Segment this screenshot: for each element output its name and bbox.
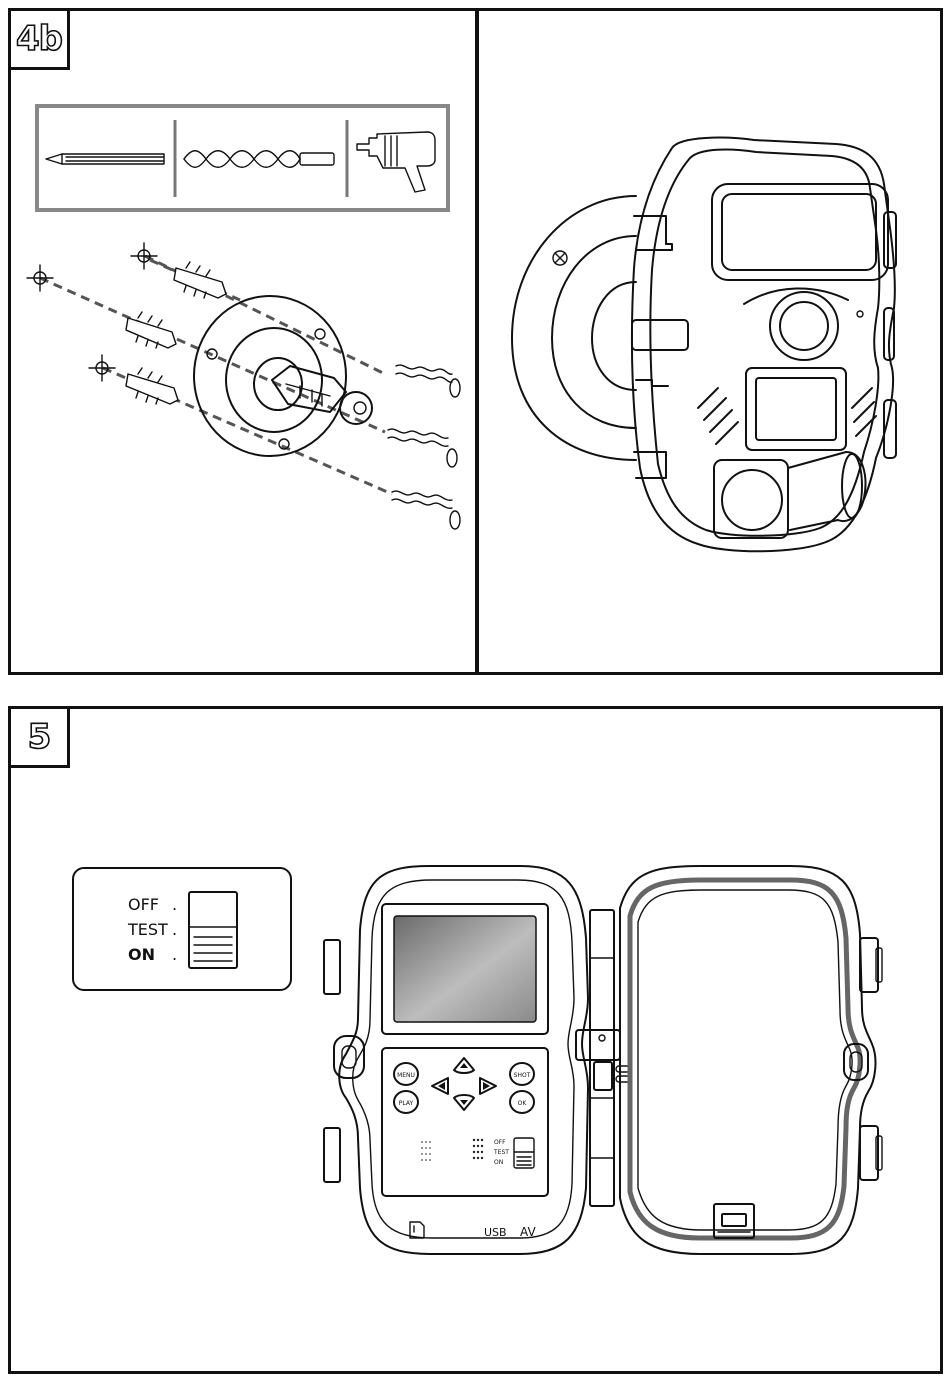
right-arrow-button[interactable] bbox=[480, 1078, 496, 1094]
svg-text:OK: OK bbox=[518, 1100, 528, 1107]
menu-button[interactable]: MENU bbox=[394, 1063, 418, 1085]
svg-text:TEST: TEST bbox=[493, 1149, 509, 1156]
open-camera-illustration: MENU PLAY SHOT OK bbox=[320, 858, 900, 1268]
shot-button[interactable]: SHOT bbox=[510, 1063, 534, 1085]
wall-mount-exploded-diagram bbox=[0, 0, 480, 680]
screw-icon bbox=[553, 251, 567, 265]
down-arrow-button[interactable] bbox=[454, 1095, 474, 1110]
camera-mode-switch[interactable]: OFF TEST ON bbox=[493, 1138, 534, 1168]
sd-card-icon bbox=[410, 1222, 424, 1238]
mounted-camera-illustration bbox=[476, 8, 943, 675]
switch-option-off: OFF bbox=[128, 895, 159, 914]
switch-option-on-dot: . bbox=[172, 945, 177, 964]
svg-text:SHOT: SHOT bbox=[514, 1072, 531, 1079]
ok-button[interactable]: OK bbox=[510, 1091, 534, 1113]
up-arrow-button[interactable] bbox=[454, 1058, 474, 1073]
switch-option-test: TEST bbox=[128, 920, 168, 939]
play-button[interactable]: PLAY bbox=[394, 1091, 418, 1113]
av-port-label: AV bbox=[520, 1225, 536, 1239]
slide-switch-icon[interactable] bbox=[188, 891, 240, 971]
mode-switch-callout: OFF . TEST . ON . bbox=[72, 867, 292, 991]
microphone-grille bbox=[421, 1141, 431, 1161]
svg-text:OFF: OFF bbox=[494, 1139, 506, 1146]
left-arrow-button[interactable] bbox=[432, 1078, 448, 1094]
usb-port-label: USB bbox=[484, 1226, 507, 1239]
lcd-screen bbox=[394, 916, 536, 1022]
svg-text:ON: ON bbox=[494, 1159, 503, 1166]
svg-text:PLAY: PLAY bbox=[399, 1100, 414, 1107]
switch-option-off-dot: . bbox=[172, 895, 177, 914]
step-5-badge: 5 bbox=[8, 706, 70, 768]
switch-option-on: ON bbox=[128, 945, 155, 964]
svg-text:MENU: MENU bbox=[397, 1072, 415, 1079]
speaker-grille bbox=[473, 1139, 483, 1159]
switch-option-test-dot: . bbox=[172, 920, 177, 939]
drill-mark-icon bbox=[131, 243, 157, 269]
